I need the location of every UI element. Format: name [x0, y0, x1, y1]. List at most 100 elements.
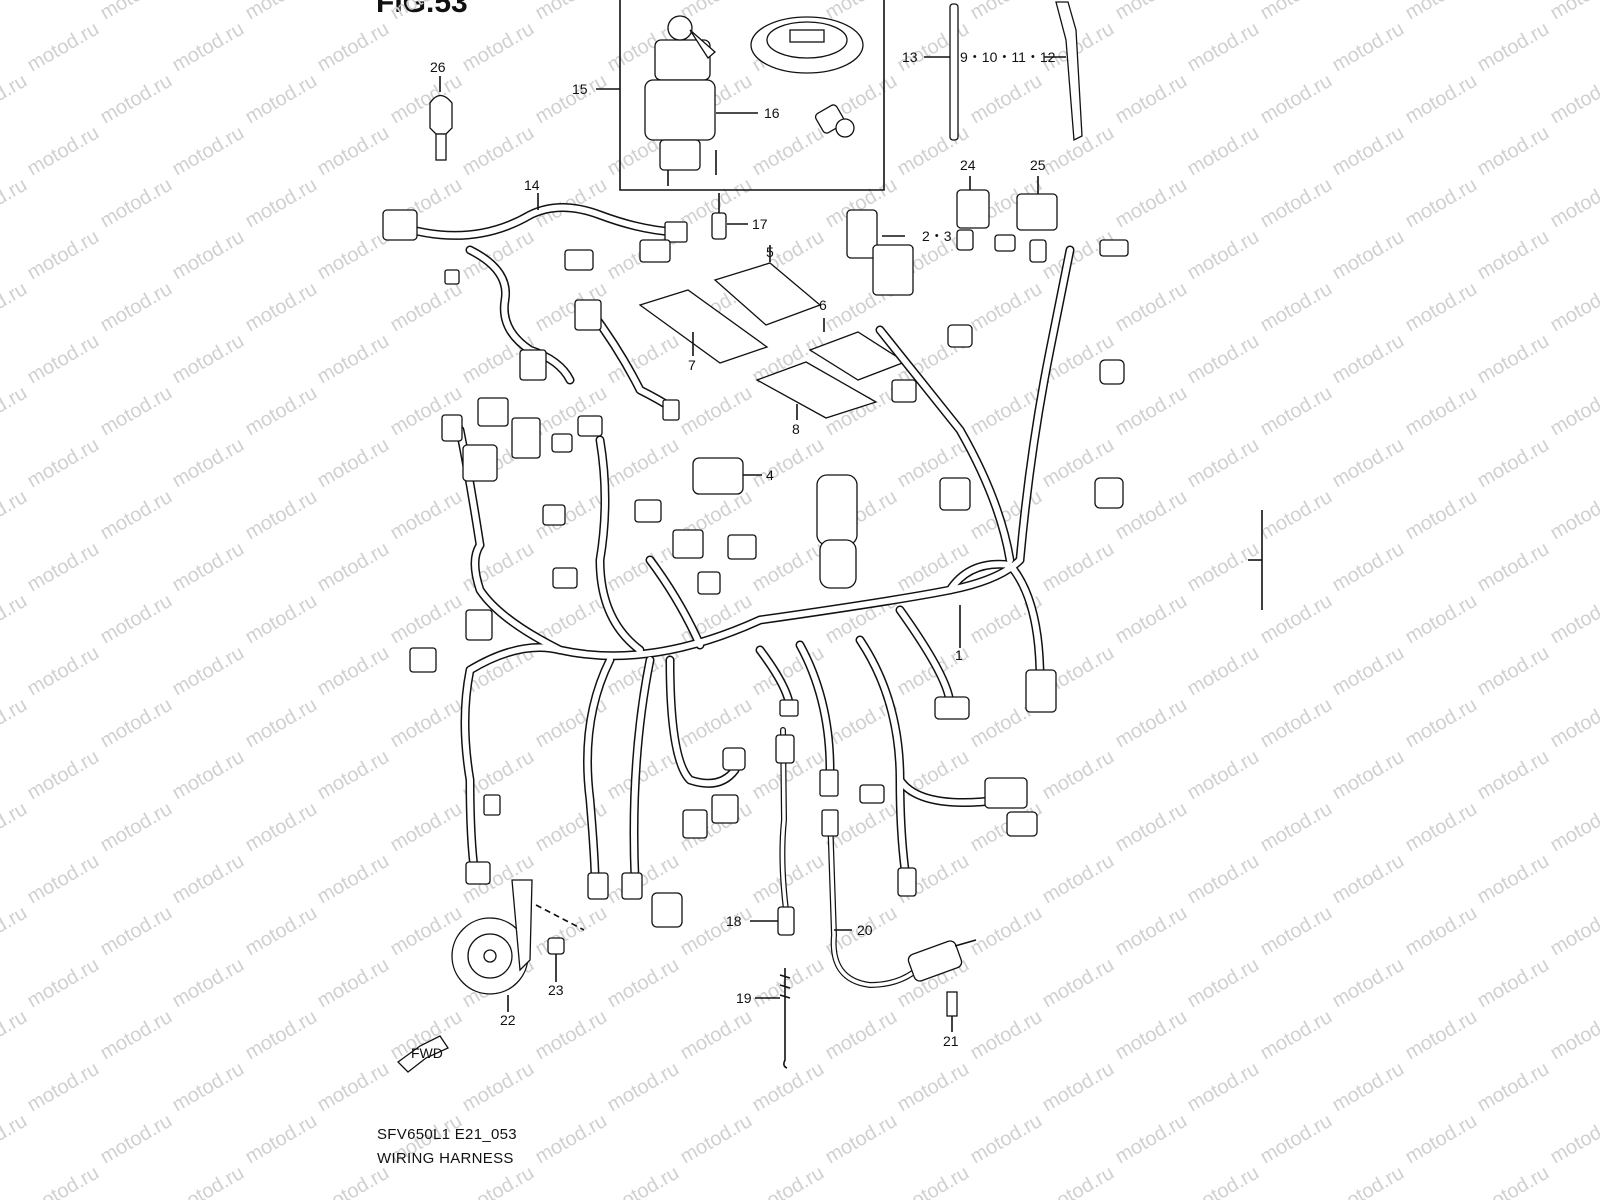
- watermark-text: motod.ru: [532, 1110, 611, 1169]
- watermark-text: motod.ru: [967, 0, 1046, 24]
- key-head: [667, 15, 693, 41]
- watermark-text: motod.ru: [1112, 798, 1191, 857]
- horn-bracket: [511, 879, 533, 972]
- watermark-text: motod.ru: [1329, 642, 1408, 701]
- watermark-text: motod.ru: [1547, 798, 1600, 857]
- connector-center-6: [727, 534, 757, 560]
- watermark-text: motod.ru: [242, 1006, 321, 1065]
- watermark-text: motod.ru: [894, 1162, 973, 1200]
- watermark-text: motod.ru: [1474, 18, 1553, 77]
- watermark-text: motod.ru: [1402, 1110, 1481, 1169]
- watermark-text: motod.ru: [749, 538, 828, 597]
- watermark-text: motod.ru: [387, 486, 466, 545]
- watermark-text: motod.ru: [242, 902, 321, 961]
- connector-left-lower: [465, 609, 493, 641]
- watermark-text: motod.ru: [604, 1162, 683, 1200]
- watermark-text: motod.ru: [314, 1162, 393, 1200]
- connector-horn: [465, 861, 491, 885]
- watermark-text: motod.ru: [1474, 538, 1553, 597]
- watermark-text: motod.ru: [387, 798, 466, 857]
- watermark-text: motod.ru: [97, 694, 176, 753]
- watermark-text: motod.ru: [677, 1006, 756, 1065]
- watermark-text: motod.ru: [532, 0, 611, 24]
- watermark-text: motod.ru: [677, 902, 756, 961]
- callout-8: 8: [792, 421, 800, 437]
- seal-pads: [638, 245, 907, 420]
- watermark-text: motod.ru: [1329, 850, 1408, 909]
- watermark-text: motod.ru: [314, 746, 393, 805]
- watermark-text: motod.ru: [24, 538, 103, 597]
- watermark-text: motod.ru: [749, 1162, 828, 1200]
- watermark-text: motod.ru: [1402, 1006, 1481, 1065]
- connector-low-2: [621, 872, 643, 900]
- connector-front-tail: [662, 399, 680, 421]
- ecm-connector-a: [816, 474, 858, 546]
- callout-7: 7: [688, 357, 696, 373]
- callout-15: 15: [572, 81, 588, 97]
- relays: [956, 176, 1058, 231]
- watermark-text: motod.ru: [1112, 70, 1191, 129]
- watermark-text: motod.ru: [604, 954, 683, 1013]
- watermark-text: motod.ru: [967, 70, 1046, 129]
- cover-4: [692, 457, 744, 495]
- watermark-text: motod.ru: [0, 798, 31, 857]
- watermark-text: motod.ru: [24, 18, 103, 77]
- cable-ties: [924, 1, 1083, 142]
- switch-18: [777, 906, 795, 936]
- watermark-text: motod.ru: [1547, 70, 1600, 129]
- watermark-text: motod.ru: [1547, 0, 1600, 24]
- watermark-text: motod.ru: [749, 954, 828, 1013]
- watermark-text: motod.ru: [1257, 1110, 1336, 1169]
- watermark-text: motod.ru: [1329, 746, 1408, 805]
- key-26-head: [429, 94, 453, 135]
- watermark-text: motod.ru: [97, 1006, 176, 1065]
- connector-left-2: [477, 397, 509, 427]
- switch-21: [907, 940, 963, 982]
- watermark-text: motod.ru: [1184, 746, 1263, 805]
- watermark-text: motod.ru: [97, 486, 176, 545]
- watermark-text: motod.ru: [459, 1162, 538, 1200]
- watermark-text: motod.ru: [1329, 1058, 1408, 1117]
- connector-right-low-2: [1006, 811, 1038, 837]
- watermark-text: motod.ru: [1474, 642, 1553, 701]
- seat-lock-face: [835, 118, 855, 138]
- watermark-text: motod.ru: [1184, 122, 1263, 181]
- watermark-text: motod.ru: [1547, 590, 1600, 649]
- watermark-text: motod.ru: [314, 642, 393, 701]
- connector-rear-2: [1099, 359, 1125, 385]
- watermark-text: motod.ru: [967, 902, 1046, 961]
- callout-23: 23: [548, 982, 564, 998]
- cable-18-plug: [775, 734, 795, 764]
- connector-rear-5: [1029, 239, 1047, 263]
- watermark-text: motod.ru: [1184, 1162, 1263, 1200]
- connector-right-low-1: [984, 777, 1028, 809]
- watermark-text: motod.ru: [24, 1058, 103, 1117]
- watermark-text: motod.ru: [314, 1058, 393, 1117]
- watermark-text: motod.ru: [242, 590, 321, 649]
- connector-tail-block-2: [872, 244, 914, 296]
- watermark-text: motod.ru: [169, 1162, 248, 1200]
- callout-14: 14: [524, 177, 540, 193]
- watermark-text: motod.ru: [169, 850, 248, 909]
- watermark-text: motod.ru: [1039, 954, 1118, 1013]
- watermark-text: motod.ru: [1184, 850, 1263, 909]
- connector-low-1: [587, 872, 609, 900]
- callout-25: 25: [1030, 157, 1046, 173]
- connector-left-3: [511, 417, 541, 459]
- watermark-text: motod.ru: [24, 122, 103, 181]
- seat-lock: [814, 104, 855, 138]
- watermark-text: motod.ru: [1402, 382, 1481, 441]
- callout-6: 6: [819, 297, 827, 313]
- margin-mark: [1248, 510, 1263, 610]
- watermark-text: motod.ru: [1474, 954, 1553, 1013]
- watermark-text: motod.ru: [604, 1058, 683, 1117]
- watermark-text: motod.ru: [967, 1110, 1046, 1169]
- connector-front-right-2: [639, 239, 671, 263]
- watermark-text: motod.ru: [97, 902, 176, 961]
- watermark-text: motod.ru: [0, 1110, 31, 1169]
- watermark-text: motod.ru: [242, 1110, 321, 1169]
- cable-20-plug: [821, 809, 839, 837]
- watermark-text: motod.ru: [1329, 538, 1408, 597]
- callout-4: 4: [766, 467, 774, 483]
- watermark-text: motod.ru: [1329, 18, 1408, 77]
